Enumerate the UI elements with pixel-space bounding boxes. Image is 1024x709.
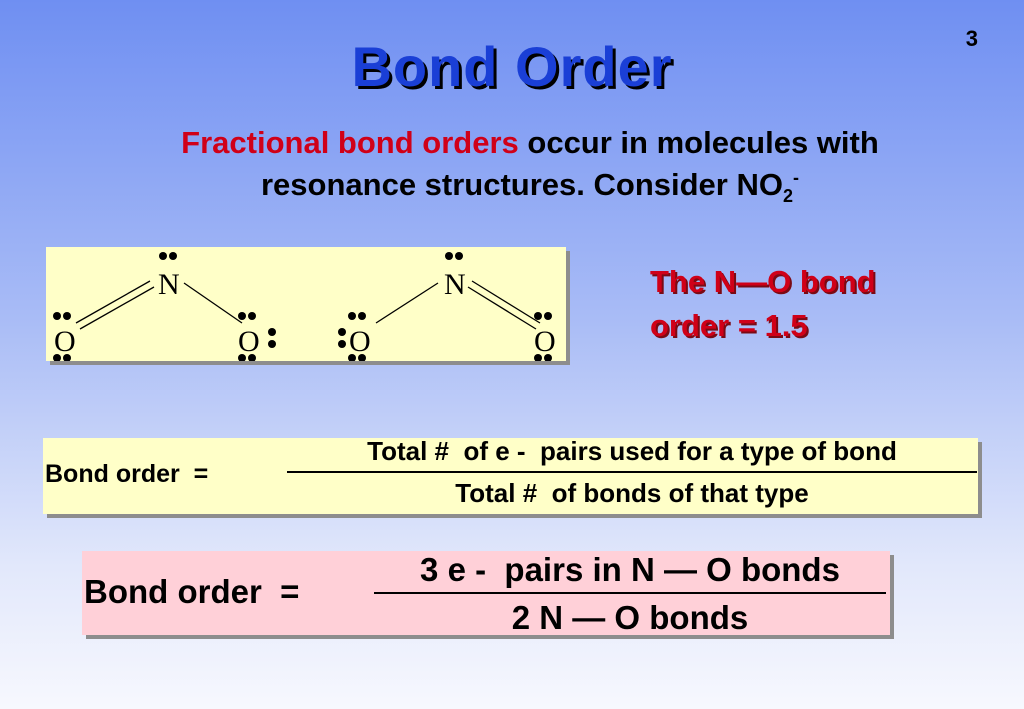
slide-title: Bond Order — [351, 35, 673, 98]
s2-o-left-atom: O — [349, 325, 371, 358]
slide-number: 3 — [965, 26, 978, 51]
general-formula-denominator: Total # of bonds of that type — [455, 478, 809, 508]
no2-subscript: 2 — [782, 186, 793, 207]
intro-text: Fractional bond orders occur in molecule… — [90, 122, 970, 206]
s2-o-right-atom: O — [534, 325, 556, 358]
specific-formula-box: Bond order = 3 e - pairs in N — O bonds … — [82, 551, 890, 636]
s1-o-right-atom: O — [238, 325, 260, 358]
bond-order-note: The N—O bond order = 1.5 — [650, 260, 970, 348]
intro-highlight: Fractional bond orders — [181, 125, 519, 160]
note-line2: order = 1.5 — [650, 308, 808, 343]
bond-lines — [75, 280, 541, 330]
lone-pair-dots — [53, 252, 552, 361]
s1-n-atom: N — [158, 268, 180, 301]
general-formula-box: Bond order = Total # of e - pairs used f… — [43, 436, 978, 514]
intro-line1-rest: occur in molecules with — [518, 125, 879, 160]
specific-formula-denominator: 2 N — O bonds — [511, 599, 749, 636]
general-fraction-bar — [287, 471, 977, 473]
specific-formula-numerator: 3 e - pairs in N — O bonds — [420, 551, 840, 588]
s2-n-atom: N — [444, 268, 466, 301]
lewis-structures-diagram: N O O N O O — [53, 252, 556, 361]
specific-formula-lhs: Bond order = — [84, 573, 300, 610]
no2-charge: - — [793, 167, 799, 188]
intro-line2: resonance structures. Consider NO — [260, 167, 783, 202]
specific-fraction-bar — [374, 592, 886, 594]
lewis-structures-panel: N O O N O O — [46, 247, 566, 361]
note-line1: The N—O bond — [650, 264, 876, 299]
general-formula-lhs: Bond order = — [45, 460, 209, 488]
general-formula-numerator: Total # of e - pairs used for a type of … — [367, 436, 897, 466]
s1-o-left-atom: O — [54, 325, 76, 358]
